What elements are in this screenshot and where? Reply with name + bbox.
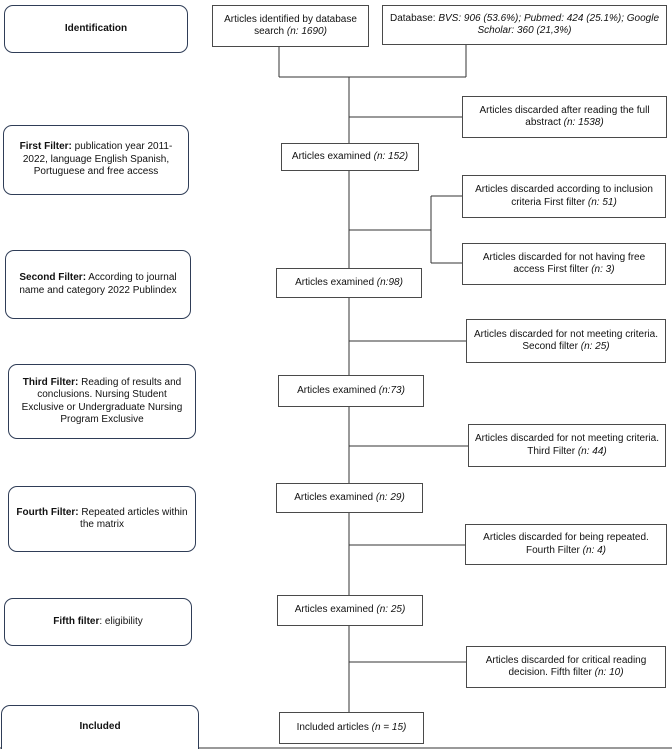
discard-second-filter: Articles discarded for not meeting crite… [466,319,666,363]
stage-fourth-filter: Fourth Filter: Repeated articles within … [8,486,196,552]
stage-included: Included [1,705,199,749]
stage-identification: Identification [4,5,188,53]
discard-third-filter: Articles discarded for not meeting crite… [468,424,666,467]
discard-fifth-filter: Articles discarded for critical reading … [466,646,666,688]
included-articles-box: Included articles (n = 15) [279,712,424,744]
stage-third-filter-text: Reading of results and conclusions. Nurs… [21,376,183,426]
stage-third-filter: Third Filter: Reading of results and con… [8,364,196,439]
stage-second-filter: Second Filter: According to journal name… [5,250,191,319]
stage-fifth-filter-text: : eligibility [99,615,143,627]
articles-examined-3: Articles examined (n:73) [278,375,424,407]
articles-identified-count: (n: 1690) [286,26,327,37]
articles-examined-4: Articles examined (n: 29) [276,483,423,513]
stage-identification-label: Identification [64,22,128,34]
discard-fourth-filter: Articles discarded for being repeated. F… [465,524,667,565]
articles-examined-2: Articles examined (n:98) [276,268,422,298]
stage-first-filter-text: publication year 2011-2022, language Eng… [22,141,173,178]
stage-fourth-filter-text: Repeated articles within the matrix [78,506,188,531]
discard-abstract: Articles discarded after reading the ful… [462,96,667,138]
database-sources-detail: BVS: 906 (53.6%); Pubmed: 424 (25.1%); G… [438,12,660,37]
discard-free-access: Articles discarded for not having free a… [462,243,666,285]
stage-second-filter-label: Second Filter: [19,272,87,283]
discard-inclusion-criteria: Articles discarded according to inclusio… [462,175,666,218]
stage-included-label: Included [79,721,121,733]
articles-examined-5: Articles examined (n: 25) [277,595,423,626]
stage-fifth-filter: Fifth filter: eligibility [4,598,192,646]
stage-first-filter-label: First Filter: [19,141,72,153]
stage-first-filter: First Filter: publication year 2011-2022… [3,125,189,195]
stage-fourth-filter-label: Fourth Filter: [16,506,79,518]
articles-identified-box: Articles identified by database search (… [212,5,369,47]
stage-second-filter-text: According to journal name and category 2… [19,272,177,296]
articles-examined-1: Articles examined (n: 152) [281,143,419,171]
stage-fifth-filter-label: Fifth filter [53,615,100,627]
database-sources-box: Database: BVS: 906 (53.6%); Pubmed: 424 … [382,5,667,45]
stage-third-filter-label: Third Filter: [22,376,79,388]
